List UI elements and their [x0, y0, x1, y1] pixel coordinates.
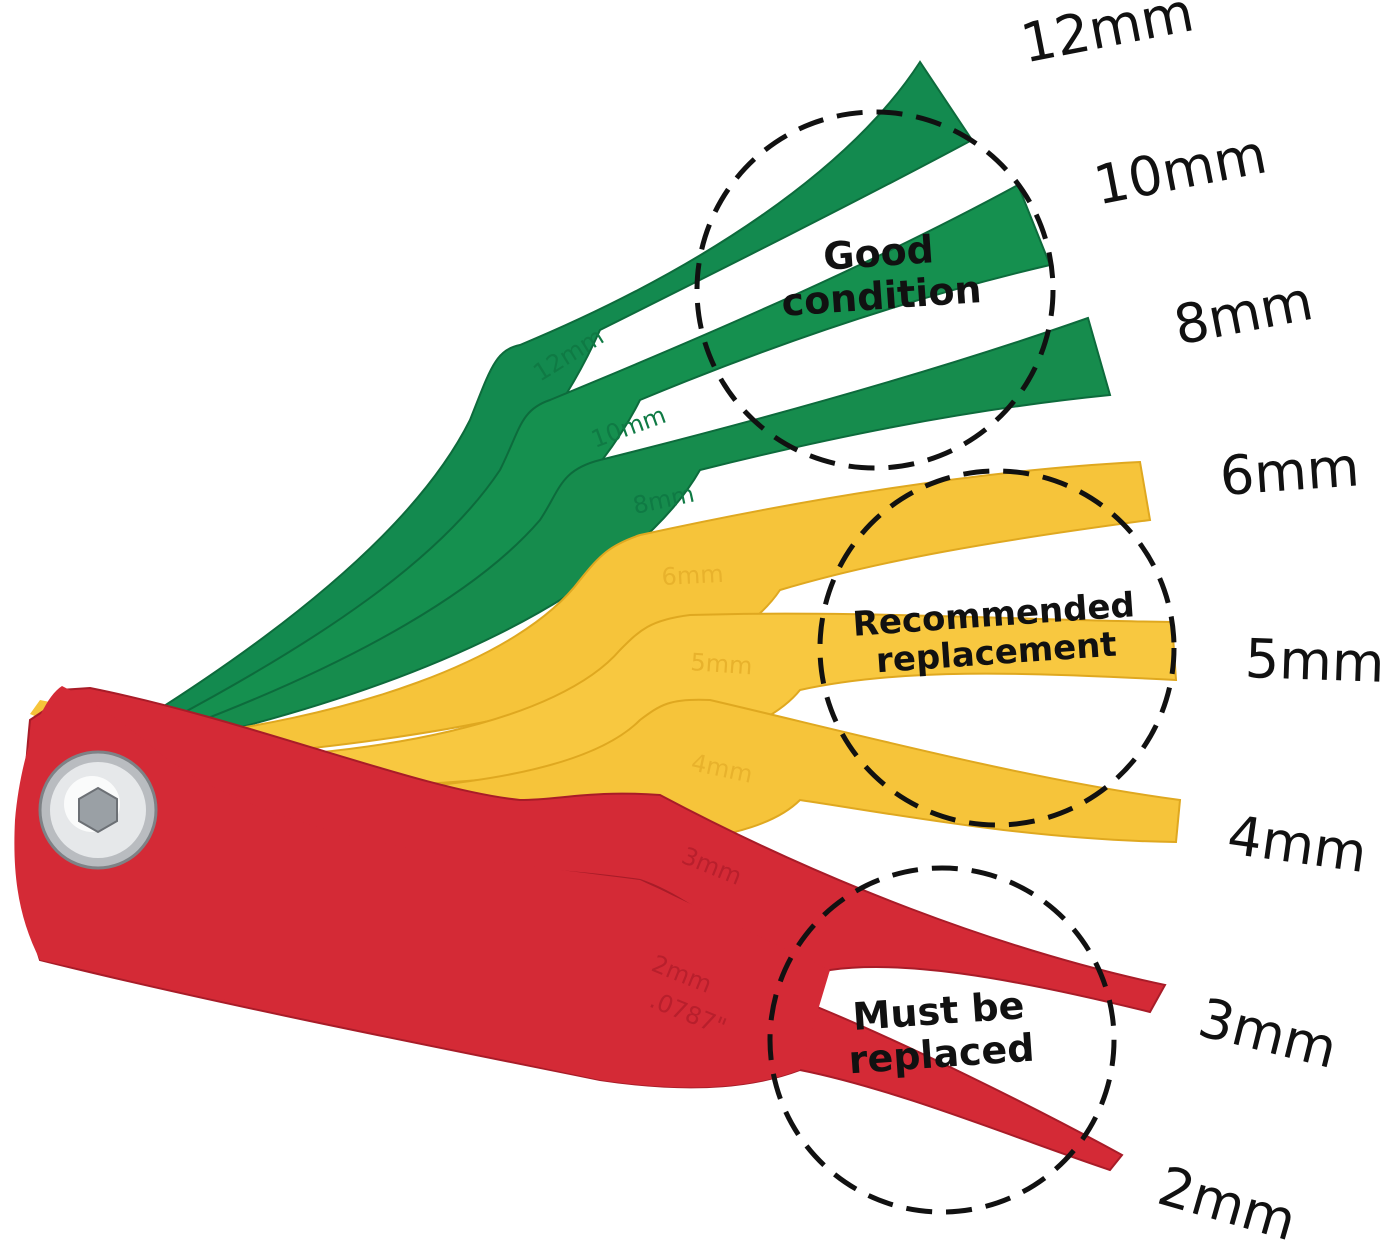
must-zone-circle	[767, 865, 1117, 1215]
recommended-zone-circle	[817, 468, 1177, 828]
size-label-5mm: 5mm	[1243, 627, 1386, 695]
bolt-icon	[38, 750, 158, 870]
good-zone-circle	[694, 109, 1056, 471]
red-body-front	[14, 686, 831, 1088]
engraving-5mm: 5mm	[690, 648, 754, 680]
good-condition-label: Good condition	[762, 224, 997, 325]
must-be-replaced-label: Must be replaced	[817, 982, 1062, 1084]
engraving-6mm: 6mm	[661, 560, 724, 591]
red-blades	[14, 686, 1167, 1172]
size-label-6mm: 6mm	[1217, 435, 1362, 508]
zone-circles	[694, 109, 1177, 1215]
